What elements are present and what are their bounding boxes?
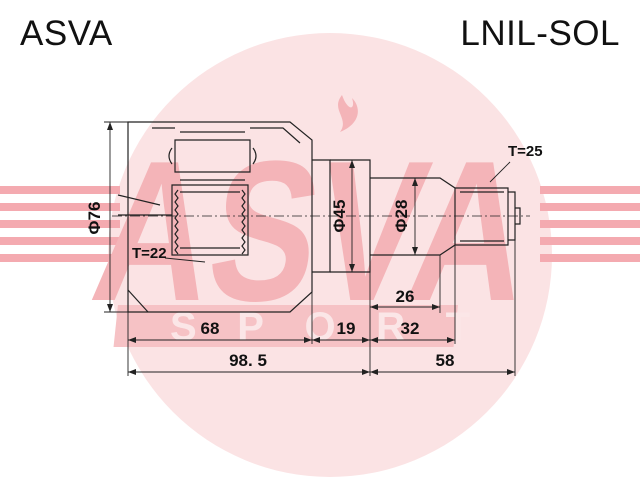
shaft-end (515, 207, 521, 225)
spider-body (171, 184, 249, 256)
label-len-98-5: 98. 5 (229, 351, 267, 370)
watermark: ASVA SPORT (0, 33, 640, 477)
spline-shaft (455, 187, 509, 246)
spline-teeth (460, 191, 504, 242)
shaft-neck (370, 177, 456, 256)
label-len-58: 58 (436, 351, 455, 370)
bearing-lines (180, 131, 245, 181)
label-len-26: 26 (396, 287, 415, 306)
spider-lines (180, 191, 240, 249)
leader-t22 (164, 257, 206, 263)
watermark-band (113, 305, 458, 347)
bore-lines (117, 194, 172, 216)
label-diameter-45: Φ45 (330, 200, 349, 233)
flame-icon (338, 95, 358, 132)
housing-chamfer (127, 289, 149, 313)
spline-left (174, 189, 179, 255)
arrowheads (107, 122, 515, 375)
label-spline-t22: T=22 (132, 245, 167, 262)
brand-label: ASVA (20, 14, 113, 53)
roller-top (168, 147, 257, 165)
label-diameter-28: Φ28 (392, 200, 411, 233)
watermark-stripes (0, 186, 640, 262)
label-diameter-76: Φ76 (85, 202, 104, 235)
leader-t25 (489, 161, 511, 183)
label-len-32: 32 (401, 319, 420, 338)
dimension-lines (104, 121, 516, 376)
housing-inner (152, 127, 301, 144)
label-len-19: 19 (337, 319, 356, 338)
part-code: LNIL-SOL (460, 14, 620, 53)
spline-right (241, 189, 246, 255)
bearing-upper (174, 139, 251, 173)
label-len-68: 68 (201, 319, 220, 338)
label-spline-t25: T=25 (508, 143, 543, 160)
